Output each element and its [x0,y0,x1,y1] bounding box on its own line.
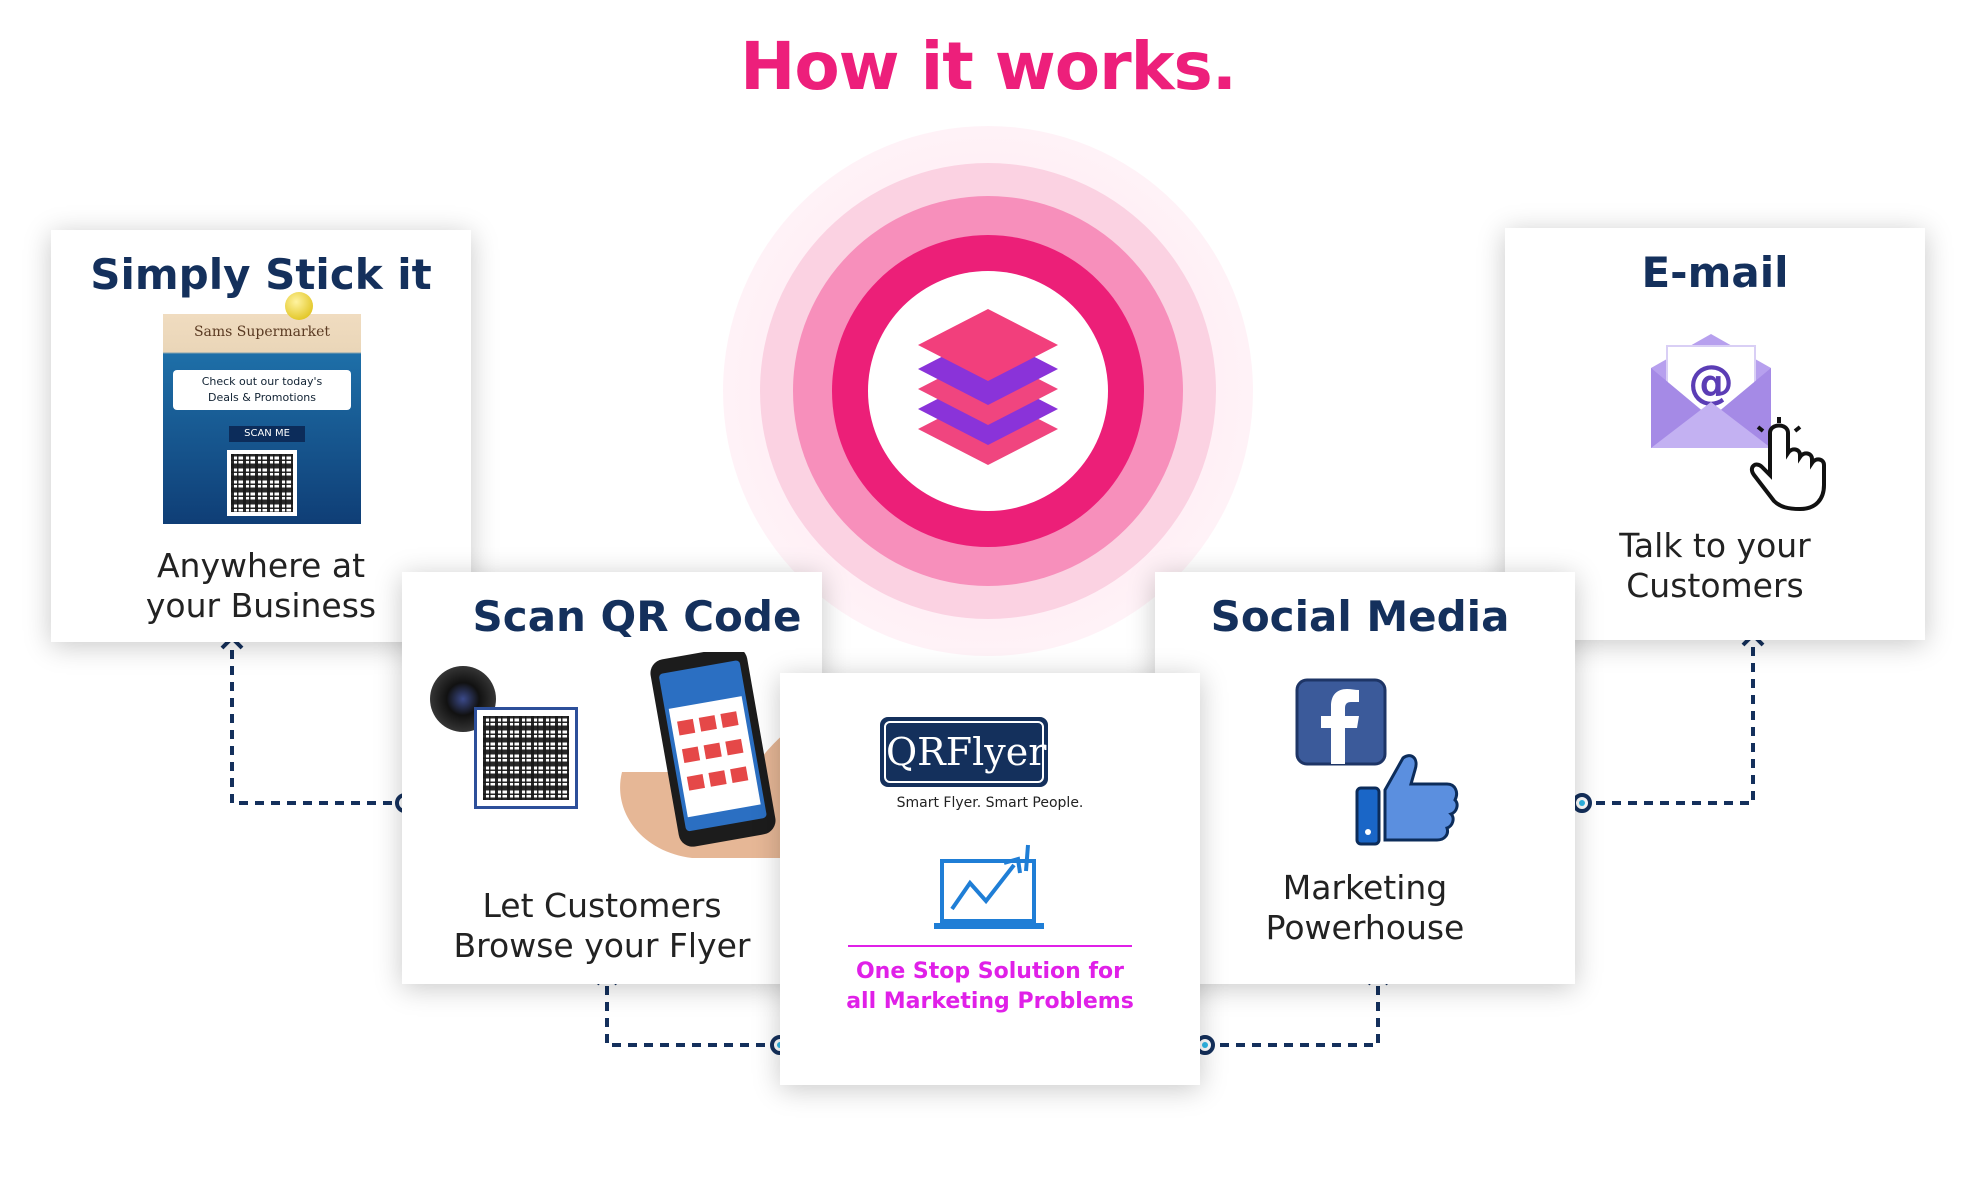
card-scan-qr-code: Scan QR Code Let Customers Browse your F… [402,572,822,984]
card-desc: Let Customers Browse your Flyer [382,886,822,966]
qrflyer-logo-text: QRFlyer [884,721,1046,783]
facebook-icon [1295,678,1387,766]
qrflyer-tagline: Smart Flyer. Smart People. [896,795,1084,811]
card-title: Social Media [1210,592,1510,641]
poster-banner: Check out our today's Deals & Promotions [173,370,351,410]
thumbs-up-icon [1355,754,1459,846]
card-desc-line2: Browse your Flyer [453,926,751,965]
flyer-poster: Sams Supermarket Check out our today's D… [163,314,361,524]
card-qrflyer: QRFlyer Smart Flyer. Smart People. One S… [780,673,1200,1085]
card-email: E-mail @ Talk to your Customers [1505,228,1925,640]
qr-code-icon [227,450,297,516]
chart-laptop-icon [934,844,1044,929]
card-desc: Anywhere at your Business [51,546,471,626]
card-desc-line2: your Business [145,586,377,625]
poster-banner-line2: Deals & Promotions [207,391,317,404]
pointer-hand-icon [1749,417,1826,512]
qrflyer-slogan-line2: all Marketing Problems [846,989,1134,1014]
card-social-media: Social Media Marketing Powerhouse [1155,572,1575,984]
card-desc-line2: Powerhouse [1265,908,1465,947]
poster-shop-name: Sams Supermarket [193,324,331,340]
svg-text:@: @ [1688,355,1734,409]
page-title: How it works. [740,28,1237,105]
qrflyer-slogan: One Stop Solution for all Marketing Prob… [780,957,1200,1017]
card-desc-line1: Marketing [1282,868,1448,907]
qrflyer-slogan-line1: One Stop Solution for [855,959,1125,984]
phone-in-hand-icon [620,652,822,858]
card-title: E-mail [1641,248,1789,297]
layers-icon [918,309,1058,465]
card-desc: Marketing Powerhouse [1155,868,1575,948]
card-desc-line1: Talk to your [1619,526,1811,565]
card-simply-stick-it: Simply Stick it Sams Supermarket Check o… [51,230,471,642]
card-desc: Talk to your Customers [1505,526,1925,606]
divider [848,945,1132,947]
pushpin-icon [285,292,313,320]
card-desc-line1: Anywhere at [156,546,366,585]
card-desc-line2: Customers [1626,566,1804,605]
qr-code-icon [474,707,578,809]
qrflyer-logo: QRFlyer [880,717,1048,787]
card-desc-line1: Let Customers [482,886,722,925]
poster-banner-line1: Check out our today's [201,375,323,388]
poster-scan-label: SCAN ME [229,426,305,442]
card-title: Scan QR Code [472,592,802,641]
envelope-at-icon: @ [1651,334,1771,448]
card-title: Simply Stick it [90,250,432,299]
